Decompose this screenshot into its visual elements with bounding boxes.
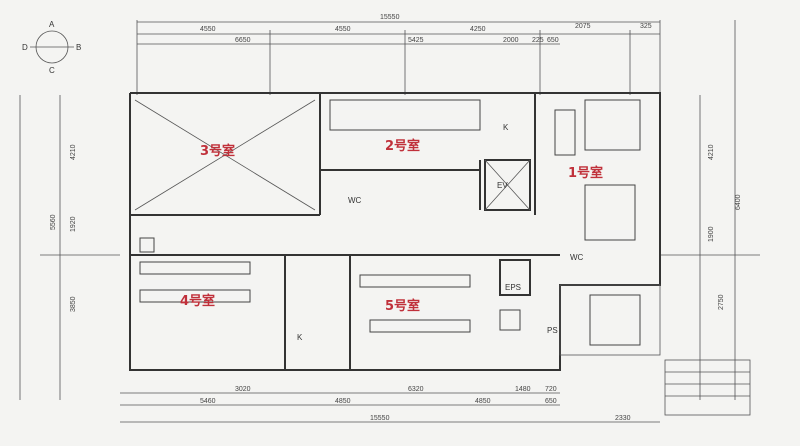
title-block xyxy=(664,359,751,416)
room-3-label: 3号室 xyxy=(200,143,235,159)
compass-west: D xyxy=(22,43,28,52)
kitchen-label: K xyxy=(503,123,509,132)
wc-label: WC xyxy=(348,196,362,205)
ps-label: PS xyxy=(547,326,558,335)
eps-label: EPS xyxy=(505,283,521,292)
room-4-label: 4号室 xyxy=(180,293,215,309)
dim-top-f: 6650 xyxy=(235,37,251,44)
room-2-label: 2号室 xyxy=(385,138,420,154)
dim-bottom-side: 2330 xyxy=(615,415,631,422)
fixtures xyxy=(139,99,641,346)
kitchen-label-2: K xyxy=(297,333,303,342)
dim-bottom-e: 5460 xyxy=(200,398,216,405)
compass-east: B xyxy=(76,43,81,52)
dimension-lines xyxy=(19,20,760,423)
dim-top-b: 4550 xyxy=(335,26,351,33)
dim-bottom-total: 15550 xyxy=(370,415,390,422)
compass-north: A xyxy=(49,20,55,29)
dim-top-h: 2000 xyxy=(503,37,519,44)
dim-top-e: 325 xyxy=(640,23,652,30)
room-1-label: 1号室 xyxy=(568,165,603,181)
dim-bottom-g: 4850 xyxy=(475,398,491,405)
dim-bottom-c: 1480 xyxy=(515,386,531,393)
dim-left-b: 5560 xyxy=(50,214,57,230)
dim-right-c: 1900 xyxy=(708,226,715,242)
dim-bottom-a: 3020 xyxy=(235,386,251,393)
dim-left-d: 3850 xyxy=(70,296,77,312)
dim-left-a: 4210 xyxy=(70,144,77,160)
dim-top-g: 5425 xyxy=(408,37,424,44)
dim-left-c: 1920 xyxy=(70,216,77,232)
dim-top-total: 15550 xyxy=(380,14,400,21)
wc-label-2: WC xyxy=(570,253,584,262)
dim-top-d: 2075 xyxy=(575,23,591,30)
dim-right-a: 4210 xyxy=(708,144,715,160)
dim-bottom-d: 720 xyxy=(545,386,557,393)
dim-bottom-f: 4850 xyxy=(335,398,351,405)
dim-top-c: 4250 xyxy=(470,26,486,33)
dim-top-i: 225 xyxy=(532,37,544,44)
dim-top-a: 4550 xyxy=(200,26,216,33)
dim-top-j: 650 xyxy=(547,37,559,44)
dim-bottom-b: 6320 xyxy=(408,386,424,393)
room-5-label: 5号室 xyxy=(385,298,420,314)
dim-bottom-h: 650 xyxy=(545,398,557,405)
dim-right-d: 2750 xyxy=(718,294,725,310)
building-outline xyxy=(129,92,661,371)
compass-icon: A D B C xyxy=(22,20,81,75)
compass-south: C xyxy=(49,66,55,75)
ev-label: EV xyxy=(497,181,508,190)
dim-right-b: 6400 xyxy=(735,194,742,210)
